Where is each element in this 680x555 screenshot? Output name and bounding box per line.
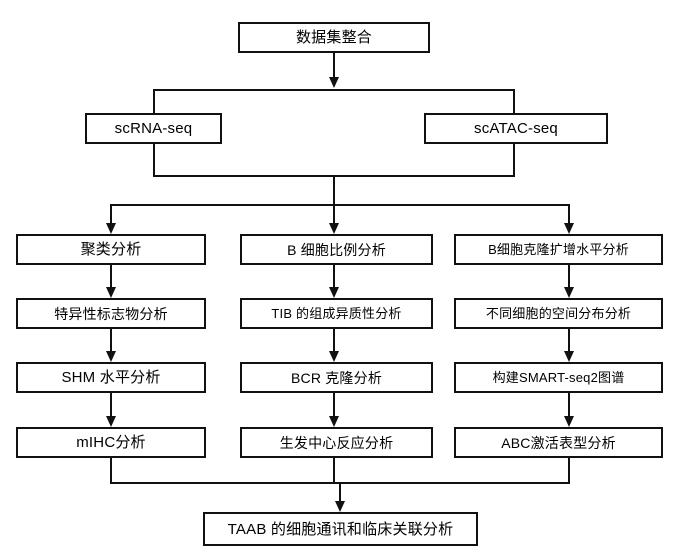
node-label: B细胞克隆扩增水平分析	[488, 242, 629, 257]
arrowhead-c1-s4	[106, 416, 116, 427]
node-c2-step3[interactable]: BCR 克隆分析	[240, 362, 433, 393]
node-label: TIB 的组成异质性分析	[271, 306, 402, 321]
arrowhead-c2-s4	[329, 416, 339, 427]
node-c3-step1[interactable]: B细胞克隆扩增水平分析	[454, 234, 663, 265]
node-c1-step4[interactable]: mIHC分析	[16, 427, 206, 458]
arrowhead-c1-s3	[106, 351, 116, 362]
node-c1-step1[interactable]: 聚类分析	[16, 234, 206, 265]
node-label: mIHC分析	[76, 434, 146, 451]
node-label: 构建SMART-seq2图谱	[492, 370, 625, 385]
arrowhead-c2-s3	[329, 351, 339, 362]
node-c2-step2[interactable]: TIB 的组成异质性分析	[240, 298, 433, 329]
node-label: 特异性标志物分析	[54, 305, 168, 322]
arrowhead-c2-s2	[329, 287, 339, 298]
node-label: scATAC-seq	[474, 120, 558, 137]
node-label: 数据集整合	[295, 29, 372, 46]
node-label: 生发中心反应分析	[279, 434, 394, 451]
arrowhead-c3-s2	[564, 287, 574, 298]
arrowhead-c3-s3	[564, 351, 574, 362]
node-label: ABC激活表型分析	[501, 434, 616, 451]
node-c2-step1[interactable]: B 细胞比例分析	[240, 234, 433, 265]
node-c1-step3[interactable]: SHM 水平分析	[16, 362, 206, 393]
node-scatac-seq[interactable]: scATAC-seq	[424, 113, 608, 144]
node-label: TAAB 的细胞通讯和临床关联分析	[227, 520, 454, 538]
arrowhead-c1-s2	[106, 287, 116, 298]
arrowhead-col3	[564, 223, 574, 234]
arrowhead-col1	[106, 223, 116, 234]
node-label: B 细胞比例分析	[287, 241, 386, 258]
node-final-box[interactable]: TAAB 的细胞通讯和临床关联分析	[203, 512, 478, 546]
node-c3-step2[interactable]: 不同细胞的空间分布分析	[454, 298, 663, 329]
node-c2-step4[interactable]: 生发中心反应分析	[240, 427, 433, 458]
node-label: BCR 克隆分析	[290, 369, 383, 386]
arrowhead-col2	[329, 223, 339, 234]
arrowhead-c3-s4	[564, 416, 574, 427]
node-c1-step2[interactable]: 特异性标志物分析	[16, 298, 206, 329]
arrowhead-title-down	[329, 77, 339, 88]
node-label: SHM 水平分析	[61, 369, 161, 386]
node-c3-step4[interactable]: ABC激活表型分析	[454, 427, 663, 458]
node-title-box[interactable]: 数据集整合	[238, 22, 430, 53]
arrowhead-final	[335, 501, 345, 512]
node-scrna-seq[interactable]: scRNA-seq	[85, 113, 222, 144]
node-c3-step3[interactable]: 构建SMART-seq2图谱	[454, 362, 663, 393]
node-label: 不同细胞的空间分布分析	[485, 306, 632, 321]
node-label: 聚类分析	[80, 241, 142, 258]
node-label: scRNA-seq	[114, 120, 193, 137]
